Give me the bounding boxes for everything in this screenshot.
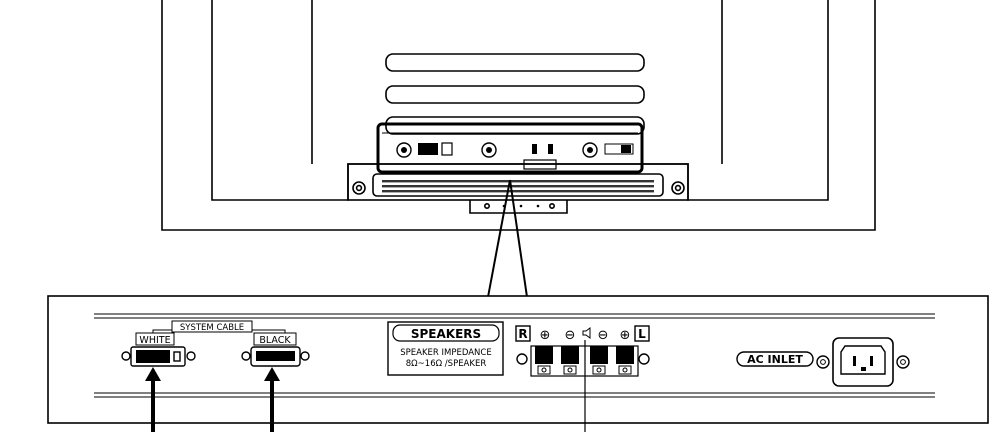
- speaker-terminal-clip: [561, 346, 579, 375]
- screw-right-inner: [674, 184, 682, 192]
- small-screw-icon: [396, 142, 412, 158]
- speaker-terminal-clip: [616, 346, 634, 375]
- right-channel-label: R: [518, 327, 527, 341]
- right-minus-icon: ⊖: [565, 328, 576, 343]
- screw-left-inner: [355, 184, 363, 192]
- arrow-up-icon: [264, 367, 280, 432]
- monitor-inner-frame: [211, 0, 829, 201]
- enlarged-panel-frame: [47, 295, 989, 424]
- left-plus-icon: ⊕: [620, 328, 631, 343]
- zoom-callout-lines: [487, 179, 528, 298]
- white-dvi-connector: [121, 346, 196, 367]
- monitor-rear-view: [161, 0, 876, 231]
- small-ac-inlet-icon: [604, 143, 634, 155]
- left-channel-label: L: [638, 327, 646, 341]
- system-cable-group: SYSTEM CABLE WHITE BLACK: [135, 320, 297, 346]
- arrow-up-icon: [145, 367, 161, 432]
- ac-inlet-group: AC INLET: [736, 337, 910, 387]
- speaker-icon: [582, 327, 591, 339]
- monitor-lower-bracket: [347, 163, 689, 201]
- small-speaker-terminal-icon: [532, 144, 537, 154]
- enlarged-terminal-panel: [47, 295, 989, 424]
- ac-inlet-socket: [832, 337, 894, 387]
- screw-left: [352, 181, 366, 195]
- monitor-outer-frame: [161, 0, 876, 231]
- terminal-panel-small: [376, 122, 644, 174]
- vent-slot: [385, 85, 645, 104]
- stand-foot: [469, 200, 568, 214]
- black-connector-label: BLACK: [259, 335, 291, 346]
- speaker-terminal-clip: [535, 346, 553, 375]
- screw-right: [671, 181, 685, 195]
- ac-inlet-label: AC INLET: [747, 353, 803, 366]
- speaker-grille-dots: [382, 180, 654, 208]
- speaker-impedance-line2: 8Ω~16Ω /SPEAKER: [406, 359, 487, 369]
- speaker-impedance-line1: SPEAKER IMPEDANCE: [400, 348, 491, 358]
- small-dvi-connector-icon: [418, 143, 438, 155]
- speaker-terminal-block: R ⊕ ⊖ ⊖ ⊕ L: [515, 325, 650, 432]
- speakers-label-box: SPEAKERS SPEAKER IMPEDANCE 8Ω~16Ω /SPEAK…: [387, 321, 504, 376]
- speaker-terminal-clip: [590, 346, 608, 375]
- white-connector-label: WHITE: [139, 335, 170, 346]
- small-screw-icon: [582, 142, 598, 158]
- system-cable-label: SYSTEM CABLE: [180, 323, 244, 333]
- small-terminal-strip-icon: [523, 159, 557, 170]
- left-minus-icon: ⊖: [598, 328, 609, 343]
- speaker-grille: [372, 173, 664, 197]
- speakers-label: SPEAKERS: [411, 327, 481, 341]
- small-screw-icon: [481, 142, 497, 158]
- right-plus-icon: ⊕: [540, 328, 551, 343]
- black-system-connector: [241, 346, 310, 367]
- vent-slot: [385, 53, 645, 72]
